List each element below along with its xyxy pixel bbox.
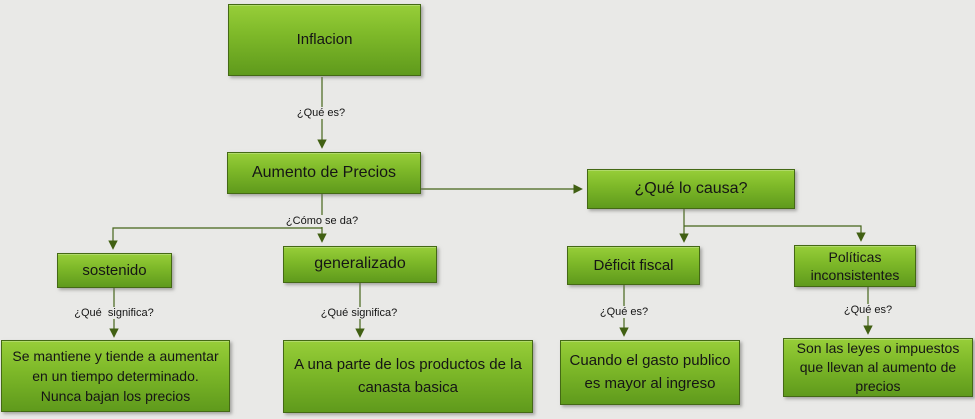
edge-label-que-significa-sostenido: ¿Qué significa?	[71, 307, 157, 319]
sostenido-def-line-1: Se mantiene y tiende a aumentar	[12, 347, 219, 364]
node-sostenido-label: sostenido	[82, 261, 147, 279]
node-generalizado-label: generalizado	[314, 255, 406, 273]
node-que-lo-causa: ¿Qué lo causa?	[587, 169, 795, 209]
node-deficit-fiscal: Déficit fiscal	[567, 246, 700, 285]
edge-label-que-es-deficit: ¿Qué es?	[596, 306, 652, 318]
node-inflacion-label: Inflacion	[296, 31, 353, 49]
sostenido-def-line-2: en un tiempo determinado.	[32, 367, 199, 384]
node-inflacion: Inflacion	[228, 4, 421, 76]
edge-label-que-significa-generalizado: ¿Qué significa?	[317, 307, 401, 319]
deficit-def-line-1: Cuando el gasto publico	[569, 352, 731, 369]
node-deficit-definition: Cuando el gasto publico es mayor al ingr…	[560, 340, 740, 405]
node-sostenido-definition: Se mantiene y tiende a aumentar en un ti…	[1, 340, 230, 412]
node-politicas-line-2: inconsistentes	[810, 267, 900, 283]
edge-label-que-es-inflacion: ¿Qué es?	[293, 107, 349, 119]
node-deficit-fiscal-label: Déficit fiscal	[593, 256, 674, 274]
politicas-def-line-3: precios	[855, 377, 901, 394]
edge-label-como-se-da: ¿Cómo se da?	[282, 215, 362, 227]
politicas-def-line-2: que llevan al aumento de	[799, 359, 957, 376]
node-aumento-de-precios: Aumento de Precios	[227, 152, 421, 194]
node-sostenido: sostenido	[57, 253, 172, 288]
node-que-lo-causa-label: ¿Qué lo causa?	[634, 179, 748, 197]
generalizado-def-line-2: canasta basica	[357, 378, 459, 396]
node-politicas-line-1: Políticas	[828, 248, 882, 265]
generalizado-def-line-1: A una parte de los productos de la	[294, 356, 522, 373]
node-politicas-inconsistentes: Políticas inconsistentes	[794, 245, 916, 287]
edge-label-que-es-politicas: ¿Qué es?	[840, 304, 896, 316]
deficit-def-line-2: es mayor al ingreso	[584, 374, 716, 392]
node-generalizado: generalizado	[283, 246, 437, 283]
node-politicas-definition: Son las leyes o impuestos que llevan al …	[783, 338, 973, 397]
politicas-def-line-1: Son las leyes o impuestos	[796, 340, 960, 357]
node-generalizado-definition: A una parte de los productos de la canas…	[283, 340, 533, 413]
sostenido-def-line-3: Nunca bajan los precios	[40, 388, 191, 405]
node-aumento-de-precios-label: Aumento de Precios	[251, 163, 397, 181]
